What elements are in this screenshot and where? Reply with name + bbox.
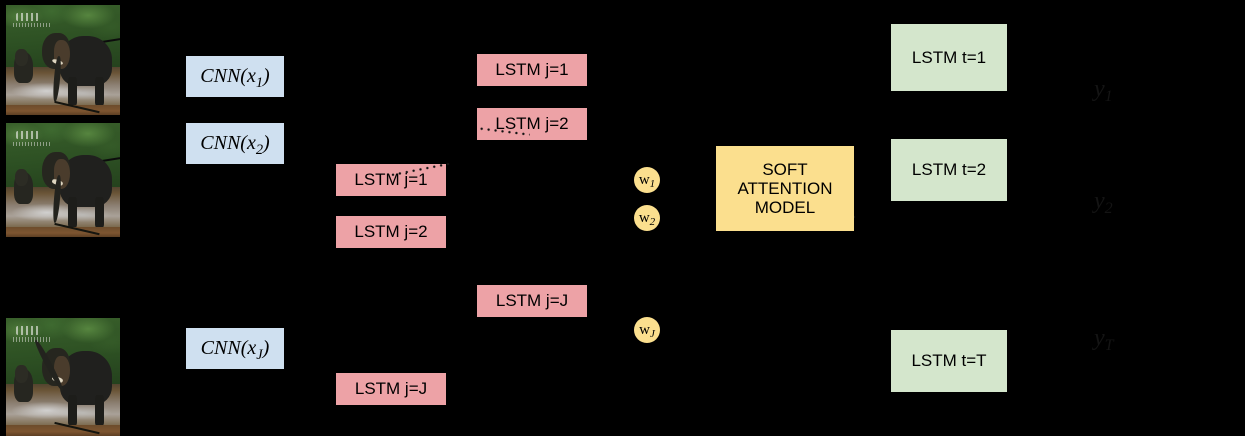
attention-weight-3-label: wJ bbox=[639, 321, 655, 340]
elephant-leg-front bbox=[67, 197, 77, 227]
video-frame-2 bbox=[6, 123, 120, 237]
cnn-node-3[interactable]: CNN(xJ) bbox=[186, 328, 284, 369]
encoder-lstm-a-1-label: LSTM j=1 bbox=[354, 170, 428, 190]
cnn-node-2-label: CNN(x2) bbox=[200, 132, 270, 158]
attention-weight-3[interactable]: wJ bbox=[634, 317, 660, 343]
background-elephant-head bbox=[15, 365, 28, 383]
elephant-leg-back bbox=[94, 394, 105, 426]
cnn-node-2[interactable]: CNN(x2) bbox=[186, 123, 284, 164]
encoder-lstm-a-2[interactable]: LSTM j=2 bbox=[336, 216, 446, 248]
attention-line-2: ATTENTION bbox=[737, 178, 833, 198]
channel-watermark bbox=[12, 130, 56, 149]
video-frame-3 bbox=[6, 318, 120, 436]
decoder-lstm-1-label: LSTM t=1 bbox=[911, 47, 987, 67]
elephant-leg-front bbox=[67, 76, 77, 106]
encoder-lstm-a-3[interactable]: LSTM j=J bbox=[336, 373, 446, 405]
output-label-1: y1 bbox=[1094, 76, 1113, 105]
encoder-lstm-b-1-label: LSTM j=1 bbox=[495, 60, 569, 80]
frame-riverbank bbox=[6, 425, 120, 436]
encoder-lstm-a-1[interactable]: LSTM j=1 bbox=[336, 164, 446, 196]
elephant-leg-front bbox=[67, 394, 77, 426]
frame-riverbank bbox=[6, 105, 120, 115]
soft-attention-model-box[interactable]: SOFT ATTENTION MODEL bbox=[716, 146, 854, 231]
frame-riverbank bbox=[6, 226, 120, 237]
elephant-leg-back bbox=[94, 197, 105, 227]
channel-watermark bbox=[12, 12, 56, 31]
encoder-lstm-a-2-label: LSTM j=2 bbox=[354, 222, 428, 242]
attention-weight-2-label: w2 bbox=[638, 209, 656, 228]
elephant-leg-back bbox=[94, 76, 105, 106]
encoder-lstm-b-3-label: LSTM j=J bbox=[495, 291, 569, 311]
cnn-node-1[interactable]: CNN(x1) bbox=[186, 56, 284, 97]
attention-weight-1[interactable]: w1 bbox=[634, 167, 660, 193]
attention-line-1: SOFT bbox=[762, 159, 808, 179]
video-frame-1 bbox=[6, 5, 120, 115]
decoder-lstm-3[interactable]: LSTM t=T bbox=[891, 330, 1007, 392]
attention-weight-1-label: w1 bbox=[638, 171, 656, 190]
background-elephant-head bbox=[15, 168, 28, 186]
cnn-node-1-label: CNN(x1) bbox=[200, 65, 270, 91]
decoder-lstm-3-label: LSTM t=T bbox=[911, 351, 987, 371]
background-elephant-head bbox=[15, 49, 28, 66]
cnn-node-3-label: CNN(xJ) bbox=[200, 337, 270, 363]
output-label-2: y2 bbox=[1094, 188, 1113, 217]
decoder-lstm-1[interactable]: LSTM t=1 bbox=[891, 24, 1007, 91]
output-label-3: yT bbox=[1094, 325, 1114, 354]
attention-weight-2[interactable]: w2 bbox=[634, 205, 660, 231]
encoder-lstm-a-3-label: LSTM j=J bbox=[354, 379, 428, 399]
encoder-lstm-b-3[interactable]: LSTM j=J bbox=[477, 285, 587, 317]
channel-watermark bbox=[12, 326, 56, 345]
encoder-lstm-b-1[interactable]: LSTM j=1 bbox=[477, 54, 587, 86]
decoder-lstm-2-label: LSTM t=2 bbox=[911, 160, 987, 180]
encoder-lstm-b-2-label: LSTM j=2 bbox=[495, 114, 569, 134]
attention-line-3: MODEL bbox=[754, 198, 816, 218]
decoder-lstm-2[interactable]: LSTM t=2 bbox=[891, 139, 1007, 201]
encoder-lstm-b-2[interactable]: LSTM j=2 bbox=[477, 108, 587, 140]
